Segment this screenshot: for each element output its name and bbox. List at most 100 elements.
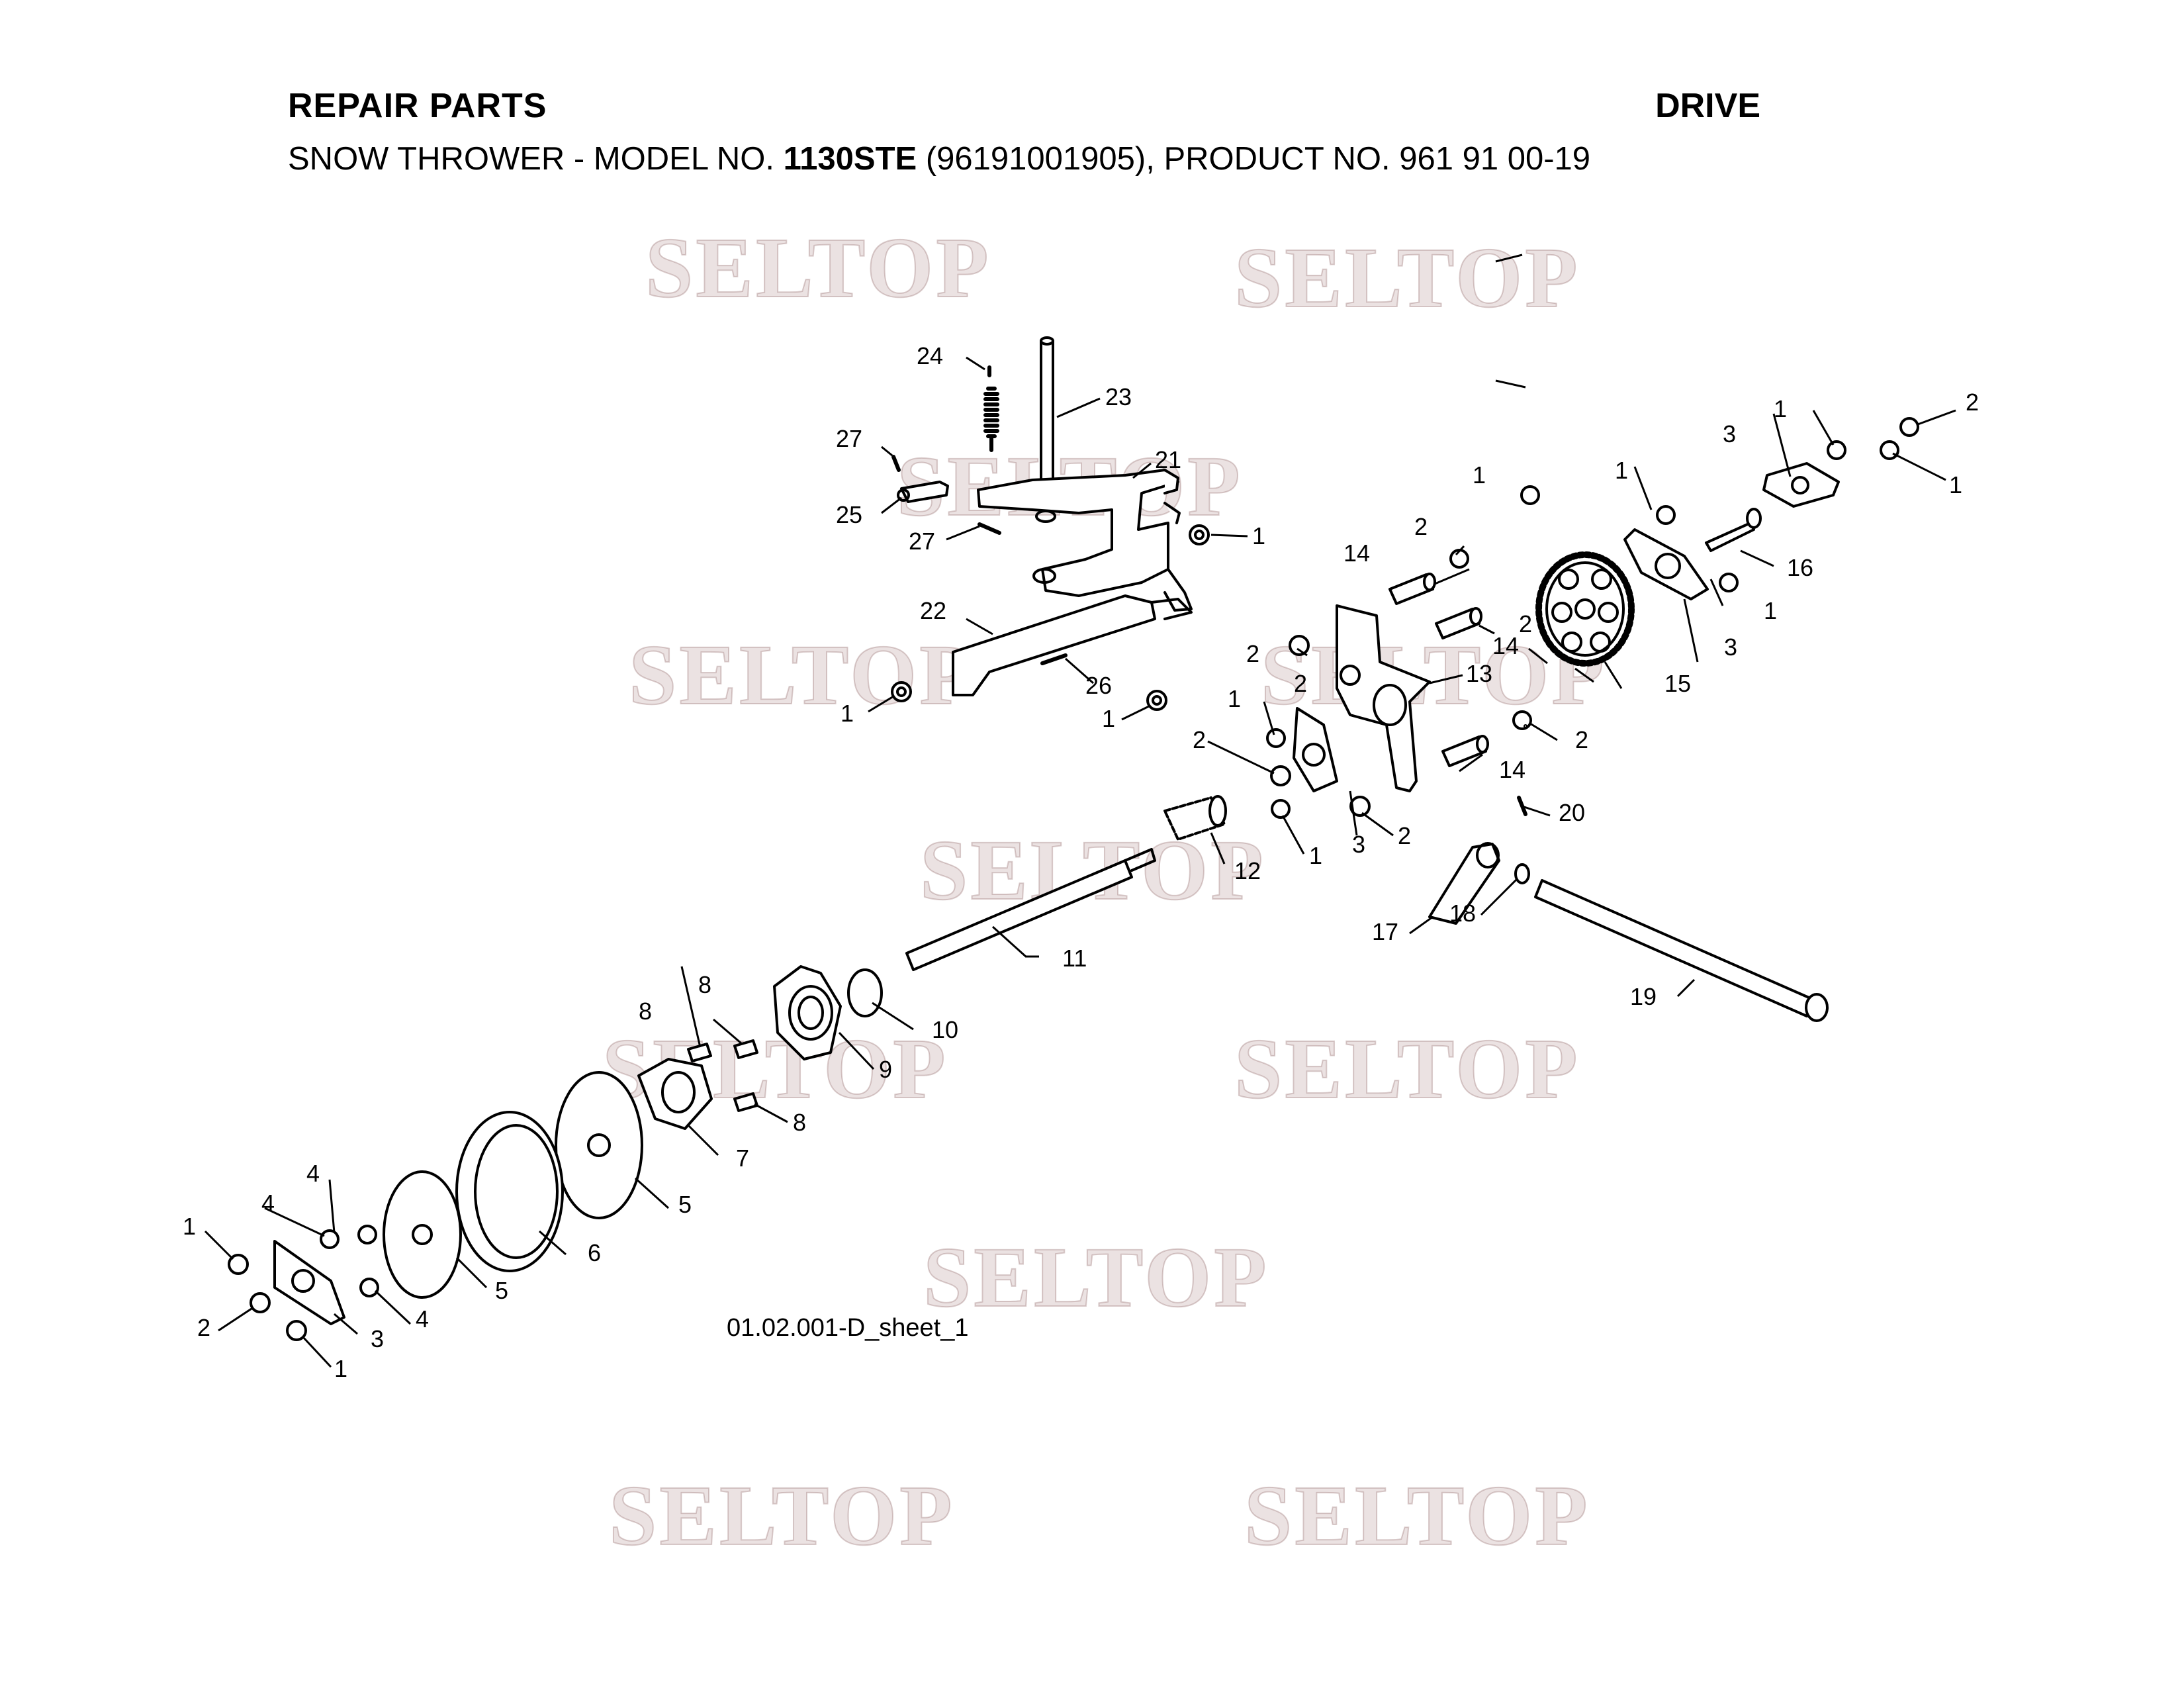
callout-23: 23	[1105, 383, 1132, 410]
part-1-bolt	[1719, 573, 1739, 592]
part-3-flange	[1762, 462, 1840, 508]
callout-1: 1	[183, 1213, 196, 1240]
callout-2: 2	[1246, 640, 1259, 667]
callout-19: 19	[1630, 983, 1657, 1010]
part-5-disc	[555, 1071, 643, 1219]
part-22-lever	[952, 594, 1193, 696]
callout-2: 2	[1575, 726, 1588, 753]
callout-1: 1	[841, 700, 854, 727]
callout-1: 1	[334, 1355, 347, 1382]
callout-22: 22	[920, 597, 946, 624]
part-7-flange	[637, 1058, 713, 1130]
callout-8: 8	[698, 971, 711, 998]
part-3-flange	[273, 1240, 345, 1325]
callout-15: 15	[1664, 670, 1691, 697]
part-1-bolt	[1880, 440, 1899, 460]
callout-4: 4	[306, 1160, 320, 1187]
part-16-shaft	[1705, 508, 1762, 552]
part-4-nut	[320, 1229, 340, 1249]
callout-2: 2	[1966, 389, 1979, 416]
part-1-bolt	[1271, 799, 1291, 819]
callout-8: 8	[639, 998, 652, 1025]
callout-8: 8	[793, 1109, 806, 1136]
part-17-arm	[1428, 842, 1500, 925]
part-23-rod	[1040, 336, 1054, 481]
callout-1: 1	[1949, 471, 1962, 498]
part-20-pin	[1517, 796, 1527, 816]
part-1-bolt	[891, 681, 912, 702]
part-14-spacer	[1435, 607, 1482, 639]
model-number: 1130STE	[783, 141, 917, 177]
part-5-disc	[383, 1170, 462, 1299]
part-3-flange	[1293, 707, 1338, 792]
callout-10: 10	[932, 1016, 958, 1043]
callout-6: 6	[588, 1239, 601, 1266]
callout-2: 2	[1398, 822, 1411, 849]
callout-3: 3	[1352, 831, 1365, 858]
callout-21: 21	[1155, 446, 1181, 473]
page-title: REPAIR PARTS	[288, 87, 547, 125]
callout-2: 2	[197, 1314, 210, 1341]
part-2-nut	[1449, 549, 1469, 569]
callout-9: 9	[879, 1056, 892, 1083]
part-8-bolt	[733, 1039, 758, 1059]
part-12-pinion	[1163, 795, 1227, 841]
callout-11: 11	[1062, 945, 1087, 972]
watermark: SELTOP	[628, 627, 975, 724]
callout-1: 1	[1309, 842, 1322, 869]
part-2-nut	[1289, 635, 1310, 656]
callout-2: 2	[1414, 513, 1428, 540]
callout-1: 1	[1774, 395, 1787, 422]
callout-12: 12	[1234, 857, 1261, 884]
part-19-shaft	[1534, 879, 1829, 1022]
part-24-spring	[983, 365, 999, 452]
part-1-bolt	[1189, 524, 1210, 545]
part-27-pin	[978, 522, 1001, 535]
part-13-plate	[1336, 604, 1431, 792]
callout-14: 14	[1499, 756, 1525, 783]
callout-13: 13	[1466, 660, 1492, 687]
callout-3: 3	[1724, 633, 1737, 661]
part-15-gear	[1535, 551, 1635, 667]
watermark: SELTOP	[1234, 230, 1580, 326]
callout-17: 17	[1372, 918, 1398, 945]
subtitle-prefix: SNOW THROWER - MODEL NO.	[288, 141, 784, 177]
part-18-ring	[1514, 863, 1530, 884]
part-14-spacer	[1388, 573, 1436, 605]
callout-labels: 24 23 27 21 25 1 27 22 26 1 1 1 2 14 2 1…	[183, 342, 1979, 1382]
callout-27: 27	[836, 425, 862, 452]
part-21-bracket	[977, 469, 1193, 612]
callout-1: 1	[1615, 457, 1628, 484]
callout-2: 2	[1294, 670, 1307, 697]
callout-3: 3	[371, 1325, 384, 1352]
watermark: SELTOP	[923, 1229, 1269, 1326]
part-2-nut	[1899, 417, 1919, 437]
watermark: SELTOP	[645, 220, 991, 316]
part-1-bolt	[1827, 440, 1846, 460]
watermark: SELTOP	[919, 822, 1266, 919]
callout-1: 1	[1102, 705, 1115, 732]
callout-1: 1	[1764, 597, 1777, 624]
part-1-bolt	[1146, 690, 1167, 711]
callout-16: 16	[1787, 554, 1813, 581]
part-10-ring	[847, 968, 883, 1017]
part-11-shaft	[905, 848, 1156, 971]
callout-24: 24	[917, 342, 943, 369]
sheet-reference: 01.02.001-D_sheet_1	[727, 1314, 969, 1342]
callout-20: 20	[1559, 799, 1585, 826]
part-4-nut	[357, 1225, 377, 1244]
part-26-pin	[1040, 653, 1068, 665]
part-2-nut	[1340, 665, 1361, 686]
part-1-bolt	[1266, 728, 1286, 748]
part-2-nut	[1270, 765, 1291, 786]
part-2-nut	[1349, 796, 1371, 817]
part-9-housing	[773, 965, 842, 1060]
callout-26: 26	[1085, 672, 1112, 699]
part-6-ring	[455, 1111, 564, 1272]
header-left: REPAIR PARTS	[288, 86, 547, 126]
part-1-bolt	[228, 1254, 249, 1275]
callout-18: 18	[1449, 900, 1476, 927]
part-1-bolt	[286, 1320, 307, 1341]
callout-3: 3	[1723, 420, 1736, 447]
model-subtitle: SNOW THROWER - MODEL NO. 1130STE (961910…	[288, 140, 1590, 177]
